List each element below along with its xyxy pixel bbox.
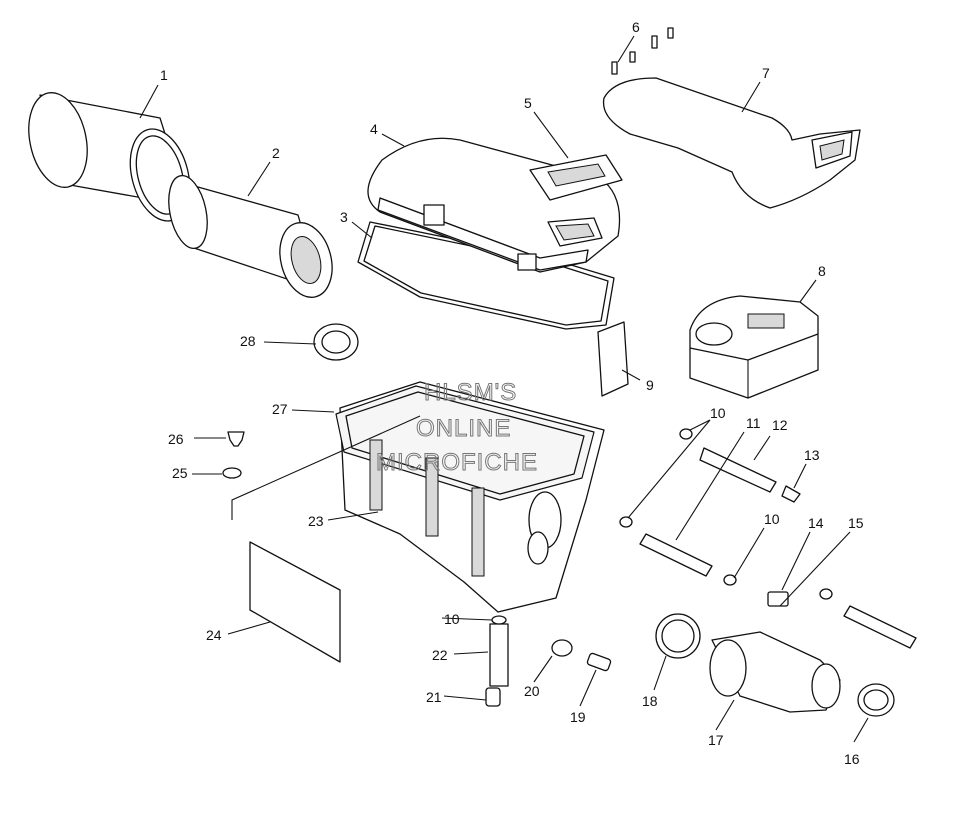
callout-10-top: 10 [710, 405, 726, 421]
part-15-hose [843, 605, 917, 649]
callout-3: 3 [340, 209, 348, 225]
callout-14: 14 [808, 515, 824, 531]
part-16-hose-clamp [857, 683, 895, 717]
callout-20: 20 [524, 683, 540, 699]
part-28-clamp [313, 323, 359, 361]
part-20-grommet [551, 639, 573, 657]
watermark-line-3: MICROFICHE [376, 449, 538, 476]
part-4-airbox-cover [367, 137, 621, 273]
callout-23: 23 [308, 513, 324, 529]
part-23-airbox-body [335, 381, 605, 613]
part-22-drain-tube [489, 623, 509, 687]
callout-labels: 1 2 3 4 5 6 7 8 9 10 10 10 11 12 13 14 1… [160, 19, 864, 767]
part-6-screws [611, 27, 674, 75]
callout-2: 2 [272, 145, 280, 161]
callout-5: 5 [524, 95, 532, 111]
part-18-coupler [655, 613, 701, 659]
callout-16: 16 [844, 751, 860, 767]
callout-15: 15 [848, 515, 864, 531]
callout-10-middle: 10 [764, 511, 780, 527]
callout-9: 9 [646, 377, 654, 393]
part-21-drain-plug [485, 687, 501, 707]
callout-26: 26 [168, 431, 184, 447]
watermark: HLSM'S ONLINE MICROFICHE [376, 379, 538, 477]
callout-24: 24 [206, 627, 222, 643]
callout-28: 28 [240, 333, 256, 349]
part-19-sensor [586, 652, 612, 672]
callout-27: 27 [272, 401, 288, 417]
callout-10-bottom: 10 [444, 611, 460, 627]
watermark-line-1: HLSM'S [424, 379, 517, 406]
callout-7: 7 [762, 65, 770, 81]
callout-6: 6 [632, 19, 640, 35]
callout-8: 8 [818, 263, 826, 279]
part-7-intake-duct [602, 77, 861, 209]
callout-12: 12 [772, 417, 788, 433]
callout-18: 18 [642, 693, 658, 709]
callout-1: 1 [160, 67, 168, 83]
callout-21: 21 [426, 689, 442, 705]
callout-19: 19 [570, 709, 586, 725]
callout-22: 22 [432, 647, 448, 663]
part-2-air-filter [168, 174, 333, 298]
part-12-hose [699, 447, 777, 493]
part-5-intake-plate [529, 154, 623, 201]
part-9-foam-strip [597, 321, 629, 397]
callout-4: 4 [370, 121, 378, 137]
part-24-label [249, 541, 341, 663]
part-14-fitting [767, 591, 789, 607]
callout-25: 25 [172, 465, 188, 481]
leader-lines [139, 35, 869, 743]
callout-11: 11 [746, 415, 761, 431]
part-10-clamps [491, 428, 833, 625]
part-17-intake-boot [709, 631, 841, 713]
part-25-washer [222, 467, 242, 479]
watermark-line-2: ONLINE [416, 415, 511, 442]
callout-17: 17 [708, 732, 724, 748]
part-8-foam-block [689, 295, 819, 399]
part-11-hose [639, 533, 713, 577]
part-13-clip [781, 485, 801, 503]
part-26-push-rivet [227, 431, 245, 447]
callout-13: 13 [804, 447, 820, 463]
